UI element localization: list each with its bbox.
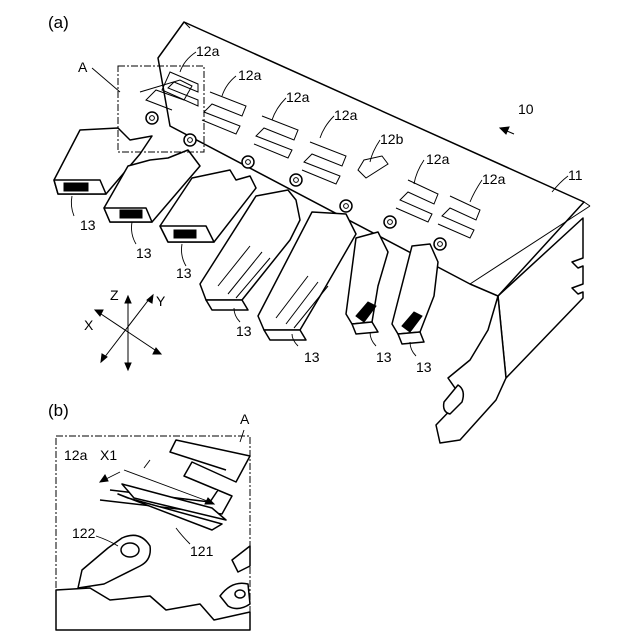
label-region-a: A — [78, 59, 88, 75]
label-12a-3: 12a — [286, 89, 310, 105]
label-121: 121 — [190, 543, 214, 559]
label-12a-2: 12a — [238, 67, 262, 83]
label-13-2: 13 — [136, 245, 152, 261]
label-13-6: 13 — [376, 349, 392, 365]
panel-a-label: (a) — [48, 13, 69, 32]
axes-indicator — [95, 295, 161, 370]
label-12b: 12b — [380, 131, 404, 147]
axis-y-label: Y — [156, 293, 166, 309]
label-13-3: 13 — [176, 265, 192, 281]
panel-a-drawing — [54, 22, 590, 443]
label-x1: X1 — [100, 447, 117, 463]
label-13-7: 13 — [416, 359, 432, 375]
label-13-4: 13 — [236, 323, 252, 339]
label-12a-5: 12a — [426, 151, 450, 167]
label-13-5: 13 — [304, 349, 320, 365]
label-11: 11 — [568, 167, 583, 183]
panel-b-label: (b) — [48, 401, 69, 420]
label-12a-1: 12a — [196, 43, 220, 59]
label-122: 122 — [72, 525, 96, 541]
label-10: 10 — [518, 101, 534, 117]
axis-x-label: X — [84, 317, 94, 333]
label-12a-4: 12a — [334, 107, 358, 123]
label-12a-b: 12a — [64, 447, 88, 463]
label-13-1: 13 — [80, 217, 96, 233]
label-region-a-b: A — [240, 411, 250, 427]
label-12a-6: 12a — [482, 171, 506, 187]
axis-z-label: Z — [110, 287, 119, 303]
